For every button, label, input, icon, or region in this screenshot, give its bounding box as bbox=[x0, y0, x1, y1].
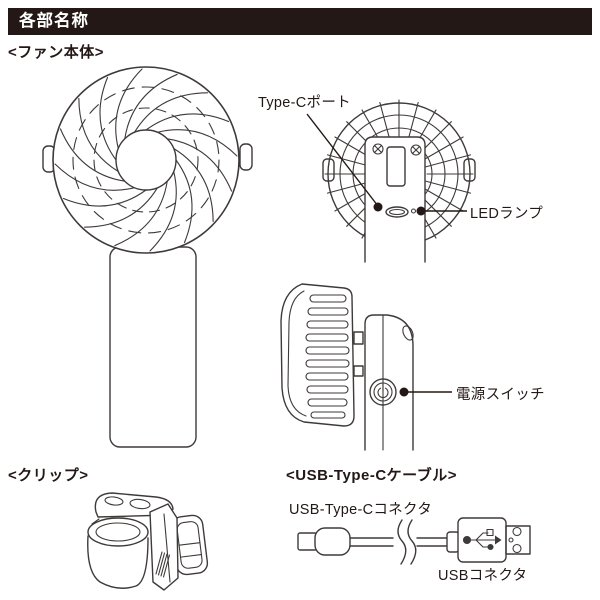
cable-break-mark bbox=[398, 520, 406, 564]
usb-c-plug-tip bbox=[298, 533, 317, 550]
label-power-switch: 電源スイッチ bbox=[456, 387, 545, 403]
clip-hatching bbox=[156, 552, 170, 577]
fan-front-grille bbox=[51, 65, 241, 255]
fan-side-handle bbox=[365, 315, 413, 450]
screw-icon bbox=[373, 144, 383, 154]
fan-back-slot bbox=[387, 147, 405, 186]
usb-a-metal-plug bbox=[506, 526, 530, 554]
fan-side-tab bbox=[354, 366, 363, 376]
callout-power-switch bbox=[399, 387, 453, 397]
usb-c-plug-body bbox=[315, 528, 350, 555]
led-indicator-icon bbox=[412, 209, 416, 213]
label-usb-type-c-connector: USB-Type-Cコネクタ bbox=[289, 502, 432, 518]
section-heading-clip: <クリップ> bbox=[8, 467, 89, 484]
fan-side-tab bbox=[354, 332, 363, 344]
label-usb-connector: USBコネクタ bbox=[438, 568, 528, 584]
usb-trident-icon bbox=[464, 530, 502, 550]
fan-side-head bbox=[281, 284, 354, 426]
fan-front-illustration bbox=[40, 65, 255, 455]
label-led-lamp: LEDランプ bbox=[470, 206, 544, 222]
strap-hole bbox=[401, 324, 415, 341]
clip-cylinder-body bbox=[88, 536, 148, 588]
fan-back-plate bbox=[365, 137, 425, 262]
power-button-illustration bbox=[370, 379, 396, 405]
page-title: 各部名称 bbox=[19, 12, 89, 30]
cable bbox=[350, 520, 447, 564]
usb-c-port-icon bbox=[386, 207, 408, 217]
section-heading-usb-cable: <USB-Type-Cケーブル> bbox=[286, 467, 458, 484]
fan-back-plate-fill bbox=[365, 137, 425, 262]
usb-cable-illustration bbox=[290, 514, 540, 572]
fan-side-grille bbox=[306, 295, 349, 418]
label-type-c-port: Type-Cポート bbox=[258, 95, 351, 111]
screw-icon bbox=[411, 145, 421, 155]
fan-side-illustration bbox=[272, 276, 462, 456]
fan-back-illustration bbox=[313, 99, 485, 270]
power-icon bbox=[378, 384, 388, 398]
header-bar: 各部名称 bbox=[8, 8, 592, 35]
cable-break-mark bbox=[408, 520, 416, 564]
usb-a-collar bbox=[447, 532, 459, 552]
callout-led-lamp bbox=[416, 206, 468, 216]
fan-front-right-tab bbox=[240, 144, 252, 170]
usb-a-plug-holes bbox=[509, 528, 521, 553]
callout-type-c-port bbox=[307, 114, 383, 212]
clip-illustration bbox=[72, 486, 217, 600]
section-heading-fan-body: <ファン本体> bbox=[8, 44, 105, 61]
clip-cylinder-rim bbox=[88, 518, 148, 546]
fan-front-hub bbox=[116, 130, 176, 190]
